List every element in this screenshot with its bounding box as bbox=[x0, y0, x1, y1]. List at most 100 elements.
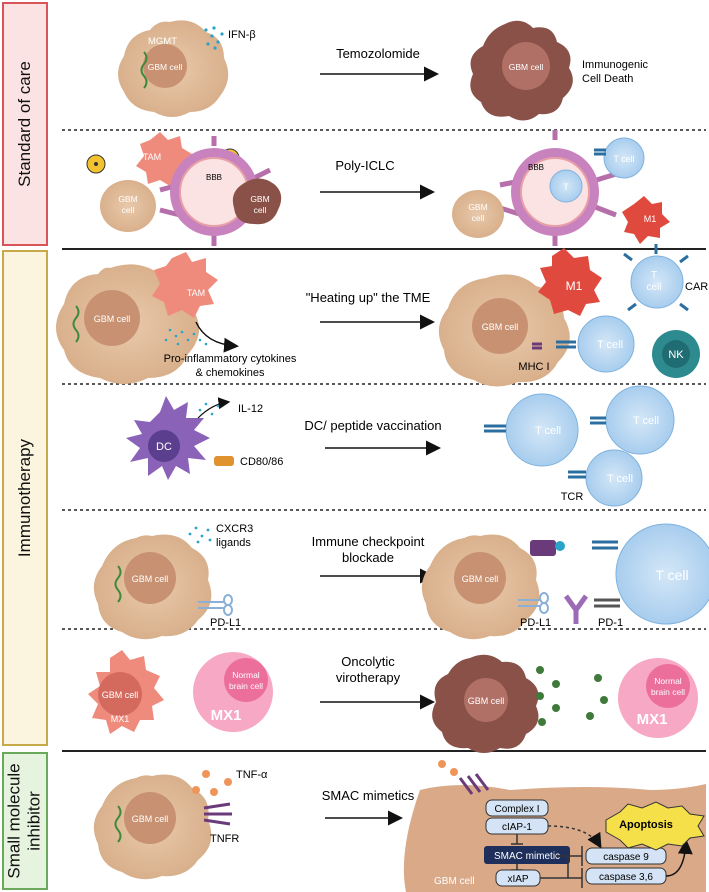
outcome-line2: Cell Death bbox=[582, 73, 633, 85]
cxcr3-line2: ligands bbox=[216, 537, 251, 549]
row-checkpoint: GBM cell CXCR3 ligands PD-L1 Immune chec… bbox=[93, 523, 709, 640]
pdl1-right-label: PD-L1 bbox=[520, 617, 551, 629]
gbm-dead-label: GBM cell bbox=[468, 696, 505, 706]
tcr-icon bbox=[556, 340, 576, 349]
mhc-icon bbox=[532, 342, 542, 350]
arrow-label-dc: DC/ peptide vaccination bbox=[304, 418, 441, 433]
tcr-icon bbox=[590, 416, 606, 425]
t-cell bbox=[603, 137, 645, 179]
ligand-dot-icon bbox=[555, 541, 565, 551]
normal-nucleus bbox=[224, 658, 268, 702]
nk-nucleus bbox=[662, 340, 690, 368]
nucleus-right bbox=[472, 298, 528, 354]
pd1-icon bbox=[594, 598, 620, 608]
cxcr3-dots-icon bbox=[188, 526, 212, 544]
ifnb-label: IFN-β bbox=[228, 29, 256, 41]
gbm-right-label: GBM cell bbox=[482, 322, 519, 332]
ciap1-label: cIAP-1 bbox=[502, 822, 532, 833]
gbm-cell-label: GBM cell bbox=[102, 690, 139, 700]
cd80-label: CD80/86 bbox=[240, 456, 283, 468]
nucleus-right bbox=[454, 552, 506, 604]
arrow-label-polyiclc: Poly-ICLC bbox=[335, 158, 394, 173]
arrow-label-checkpoint-line1: Immune checkpoint bbox=[312, 534, 425, 549]
dead-gbm-label: GBM cell bbox=[509, 62, 544, 72]
arrow-label-oncolytic-line2: virotherapy bbox=[336, 670, 401, 685]
complex1-box bbox=[485, 799, 549, 817]
inhibit-icon bbox=[511, 834, 523, 845]
nucleus bbox=[84, 290, 140, 346]
dc-label: DC bbox=[156, 441, 172, 453]
checkpoint-receptor-icon bbox=[530, 540, 556, 556]
apoptosis-burst-icon bbox=[605, 801, 705, 851]
il12-label: IL-12 bbox=[238, 403, 263, 415]
mhc-label: MHC I bbox=[518, 361, 549, 373]
cytokines-line1: Pro-inflammatory cytokines bbox=[164, 353, 297, 365]
dc-nucleus bbox=[148, 430, 180, 462]
curved-arrow-icon bbox=[197, 397, 231, 419]
m1-cell bbox=[622, 196, 670, 244]
tcr-icon bbox=[484, 424, 506, 433]
tnfr-icon bbox=[203, 802, 232, 826]
car-t-label-line1: T bbox=[651, 270, 657, 281]
arrow-label-checkpoint-line2: blockade bbox=[342, 550, 394, 565]
car-t-cell bbox=[630, 255, 684, 309]
t-cell-2-label: T cell bbox=[633, 415, 659, 427]
apoptosis-label: Apoptosis bbox=[619, 819, 673, 831]
dashed-arrow-icon bbox=[547, 825, 602, 849]
il12-dots-icon bbox=[198, 402, 220, 416]
pd1-label: PD-1 bbox=[598, 617, 623, 629]
arrow-label-oncolytic-line1: Oncolytic bbox=[341, 654, 395, 669]
t-cell bbox=[577, 315, 635, 373]
smac-mimetic-label: SMAC mimetic bbox=[494, 851, 560, 862]
tnfa-particles-small-icon bbox=[438, 760, 458, 776]
arrow-label-smac: SMAC mimetics bbox=[322, 788, 415, 803]
caspase36-label: caspase 3,6 bbox=[599, 872, 653, 883]
gbm-right-line1: GBM bbox=[468, 202, 487, 212]
m1-label: M1 bbox=[644, 214, 657, 224]
nucleus bbox=[143, 44, 187, 88]
curved-arrow-icon bbox=[195, 321, 239, 353]
t-cell-small bbox=[549, 169, 583, 203]
pdl1-label: PD-L1 bbox=[210, 617, 241, 629]
row-smac: GBM cell TNF-α TNFR SMAC mimetics Comple… bbox=[93, 760, 706, 892]
tcr-icon bbox=[592, 540, 618, 550]
normal-nucleus-right bbox=[646, 664, 690, 708]
nucleus bbox=[124, 792, 176, 844]
t-cell bbox=[615, 523, 709, 625]
car-receptor-icon bbox=[623, 244, 689, 312]
car-t-label-line2: cell bbox=[646, 282, 661, 293]
complex1-label: Complex I bbox=[494, 804, 539, 815]
gbm-label-line2: cell bbox=[122, 205, 135, 215]
gbm-cell-bottom-label: GBM cell bbox=[434, 876, 475, 887]
ifnb-dots-icon bbox=[204, 26, 224, 50]
mx1-right-label: MX1 bbox=[637, 711, 668, 728]
cytokines-line2: & chemokines bbox=[195, 367, 265, 379]
separators bbox=[62, 129, 706, 752]
section-small-molecule: Small molecule inhibitor bbox=[2, 752, 48, 890]
mx1-big-label: MX1 bbox=[211, 707, 242, 724]
tnfr-complex-icon bbox=[458, 773, 490, 795]
antibody-icon bbox=[563, 594, 589, 624]
t-cell-label: T cell bbox=[597, 339, 623, 351]
outcome-line1: Immunogenic bbox=[582, 59, 649, 71]
inhibit-bracket-icon bbox=[540, 846, 583, 888]
caspase9-label: caspase 9 bbox=[603, 852, 649, 863]
normal-right-line1: Normal bbox=[654, 676, 682, 686]
bbb-label-right: BBB bbox=[528, 163, 544, 172]
dead-nucleus bbox=[464, 678, 508, 722]
tnfa-particles-icon bbox=[192, 770, 232, 796]
normal-right-line2: brain cell bbox=[651, 687, 685, 697]
mx1-label: MX1 bbox=[111, 714, 130, 724]
section-immunotherapy: Immunotherapy bbox=[2, 250, 48, 746]
mgmt-label: MGMT bbox=[148, 36, 177, 47]
gbm-cell-right bbox=[452, 190, 504, 238]
radiation-icon bbox=[86, 154, 106, 174]
tcr-icon bbox=[594, 148, 606, 156]
gbm-cell-label: GBM cell bbox=[148, 62, 183, 72]
pdl1-right-icon bbox=[518, 592, 549, 614]
dna-icon bbox=[114, 805, 122, 843]
gbm-cell-label: GBM cell bbox=[132, 814, 169, 824]
bbb-label: BBB bbox=[206, 173, 222, 182]
t-cell-3-label: T cell bbox=[607, 473, 633, 485]
